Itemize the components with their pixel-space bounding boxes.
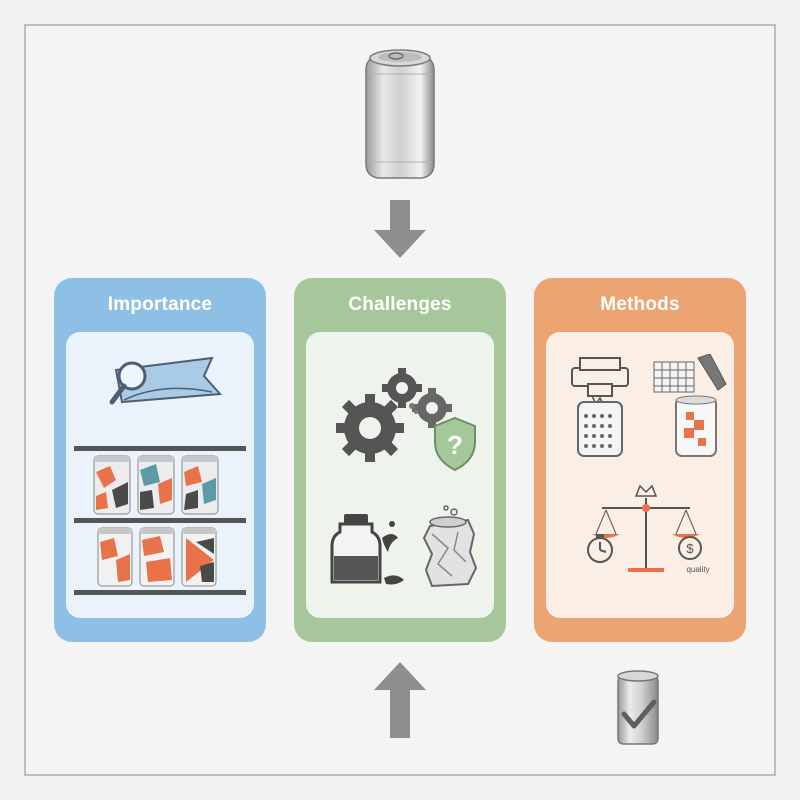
balance-scale-icon: $ quality [587,484,710,574]
quality-label: quality [686,565,709,574]
top-can-icon [365,49,435,179]
gears-icon [336,368,452,462]
stencil-can-icon [653,354,727,457]
dollar-sign: $ [686,541,694,556]
crushed-can-icon [422,505,478,588]
panel-challenges-body: ? [306,332,494,618]
shield-question-icon: ? [434,416,476,472]
panel-title-challenges: Challenges [348,294,452,315]
panel-challenges: Challenges [294,278,506,642]
panel-methods: Methods [534,278,746,642]
spilled-bottle-icon [330,514,404,585]
magnifier-banner-icon [109,356,223,405]
panel-importance: Importance [54,278,266,642]
panel-methods-body: $ quality [546,332,734,618]
printer-can-icon [571,357,629,457]
panel-importance-body [66,332,254,618]
panel-title-methods: Methods [600,294,680,315]
can-shelf-icon [74,446,246,595]
checked-can-icon [617,670,659,745]
up-arrow-icon [374,662,426,738]
down-arrow-icon [374,200,426,258]
panel-title-importance: Importance [107,294,213,315]
question-mark: ? [447,430,463,460]
